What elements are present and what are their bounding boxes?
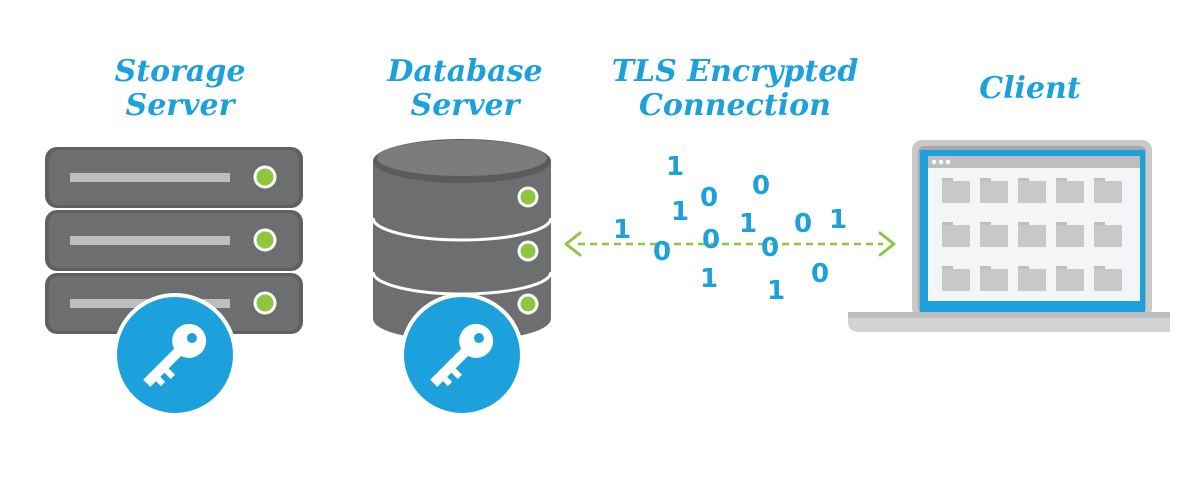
storage-label-line2: Server bbox=[125, 88, 235, 123]
database-server-icon bbox=[371, 139, 553, 341]
binary-digit: 1 bbox=[767, 276, 785, 306]
folder-icon bbox=[1094, 222, 1122, 247]
folder-icon bbox=[1018, 222, 1046, 247]
tls-label-line2: Connection bbox=[639, 88, 831, 123]
storage-server-label: Storage Server bbox=[75, 55, 285, 123]
arrow-left-head bbox=[564, 231, 582, 257]
folder-grid bbox=[942, 178, 1122, 291]
database-label-line1: Database bbox=[387, 54, 543, 89]
folder-icon bbox=[1056, 178, 1084, 203]
binary-digit: 0 bbox=[702, 225, 720, 255]
client-label-text: Client bbox=[979, 71, 1081, 106]
folder-icon bbox=[942, 178, 970, 203]
binary-digit: 0 bbox=[794, 209, 812, 239]
storage-key-badge bbox=[113, 293, 237, 417]
client-laptop-icon bbox=[848, 140, 1170, 332]
storage-unit-1 bbox=[45, 147, 303, 208]
tls-connection-label: TLS Encrypted Connection bbox=[600, 55, 870, 123]
folder-icon bbox=[980, 222, 1008, 247]
key-icon bbox=[430, 323, 494, 387]
database-label-line2: Server bbox=[410, 88, 520, 123]
binary-digit: 1 bbox=[613, 215, 631, 245]
connection-arrow bbox=[564, 231, 896, 257]
folder-icon bbox=[942, 222, 970, 247]
database-key-badge bbox=[400, 293, 524, 417]
binary-digit: 1 bbox=[666, 152, 684, 182]
folder-icon bbox=[1056, 266, 1084, 291]
arrow-right-head bbox=[878, 231, 896, 257]
binary-digit: 1 bbox=[829, 205, 847, 235]
folder-icon bbox=[1094, 178, 1122, 203]
folder-icon bbox=[1018, 266, 1046, 291]
binary-digit: 0 bbox=[653, 237, 671, 267]
folder-icon bbox=[980, 178, 1008, 203]
binary-digit: 0 bbox=[811, 259, 829, 289]
binary-digit: 0 bbox=[752, 171, 770, 201]
binary-digit: 1 bbox=[739, 209, 757, 239]
binary-digit: 1 bbox=[700, 264, 718, 294]
binary-digit: 0 bbox=[700, 183, 718, 213]
binary-digit: 0 bbox=[761, 233, 779, 263]
folder-icon bbox=[980, 266, 1008, 291]
key-icon bbox=[143, 323, 207, 387]
client-label: Client bbox=[945, 72, 1115, 106]
folder-icon bbox=[1094, 266, 1122, 291]
folder-icon bbox=[1056, 222, 1084, 247]
folder-icon bbox=[942, 266, 970, 291]
database-server-label: Database Server bbox=[355, 55, 575, 123]
storage-unit-2 bbox=[45, 210, 303, 271]
binary-digit: 1 bbox=[671, 197, 689, 227]
tls-label-line1: TLS Encrypted bbox=[611, 54, 859, 89]
storage-label-line1: Storage bbox=[114, 54, 246, 89]
folder-icon bbox=[1018, 178, 1046, 203]
